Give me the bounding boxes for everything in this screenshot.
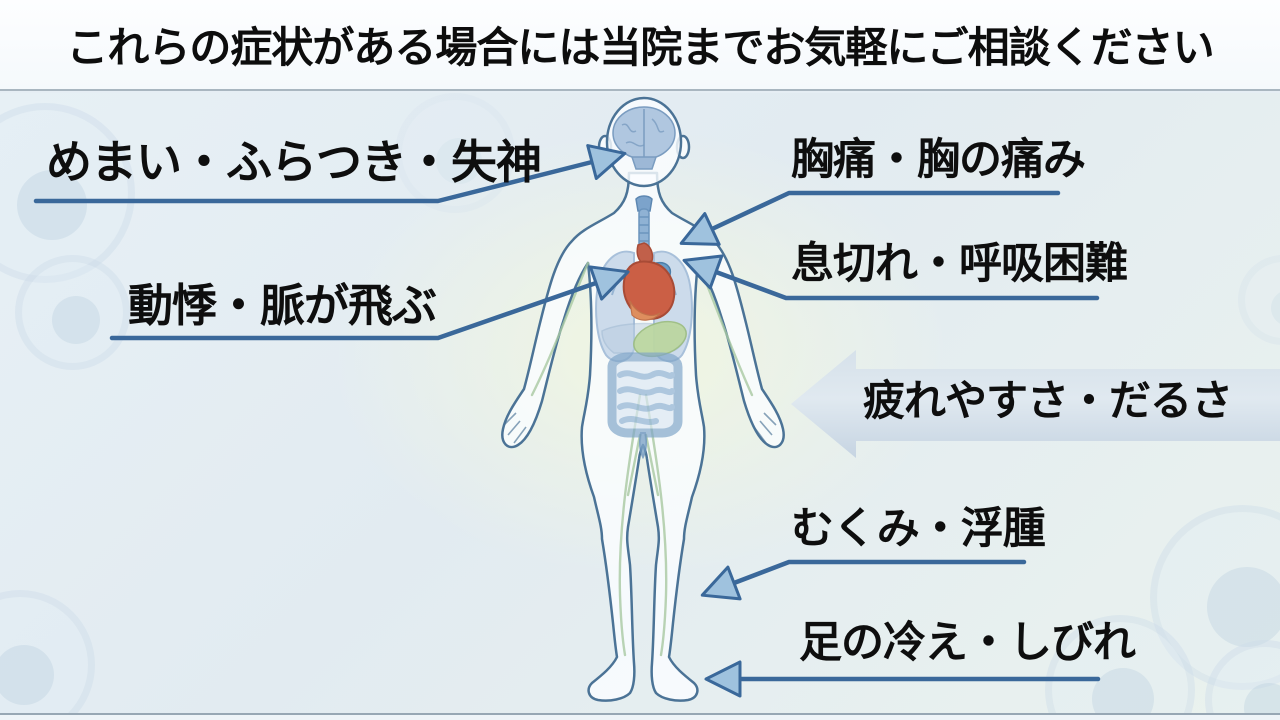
arrow-swelling <box>731 559 1027 586</box>
arrowhead-palpitations <box>588 265 630 301</box>
symptom-label-swelling: むくみ・浮腫 <box>791 505 1046 553</box>
arrowhead-dizziness <box>586 144 627 180</box>
symptom-label-chest-pain: 胸痛・胸の痛み <box>791 136 1086 184</box>
brain <box>612 106 676 170</box>
cell-decoration <box>15 255 130 370</box>
arrowhead-breathlessness <box>682 254 724 290</box>
symptom-label-dizziness: めまい・ふらつき・失神 <box>46 136 542 188</box>
content-area: めまい・ふらつき・失神 動悸・脈が飛ぶ 胸痛・胸の痛み 息切れ・呼吸困難 疲れや… <box>0 93 1280 720</box>
symptom-label-palpitations: 動悸・脈が飛ぶ <box>128 280 437 331</box>
symptom-label-cold-feet: 足の冷え・しびれ <box>799 619 1136 667</box>
arrowhead-swelling <box>700 565 742 601</box>
symptom-label-fatigue: 疲れやすさ・だるさ <box>863 377 1233 424</box>
page-title: これらの症状がある場合には当院までお気軽にご相談ください <box>66 24 1214 71</box>
arrowhead-cold-feet <box>704 660 742 698</box>
cell-decoration <box>1238 255 1280 345</box>
cell-decoration <box>0 590 95 720</box>
stomach <box>633 320 687 358</box>
arrow-chest-pain <box>709 190 1061 232</box>
lungs <box>595 250 693 363</box>
symptom-label-breathlessness: 息切れ・呼吸困難 <box>791 240 1128 288</box>
trachea <box>635 195 653 252</box>
title-banner: これらの症状がある場合には当院までお気軽にご相談ください <box>0 0 1280 91</box>
heart <box>622 242 676 321</box>
arrowhead-chest-pain <box>679 212 721 246</box>
bottom-strip <box>0 713 1280 720</box>
liver <box>601 322 687 354</box>
intestines <box>607 352 683 460</box>
